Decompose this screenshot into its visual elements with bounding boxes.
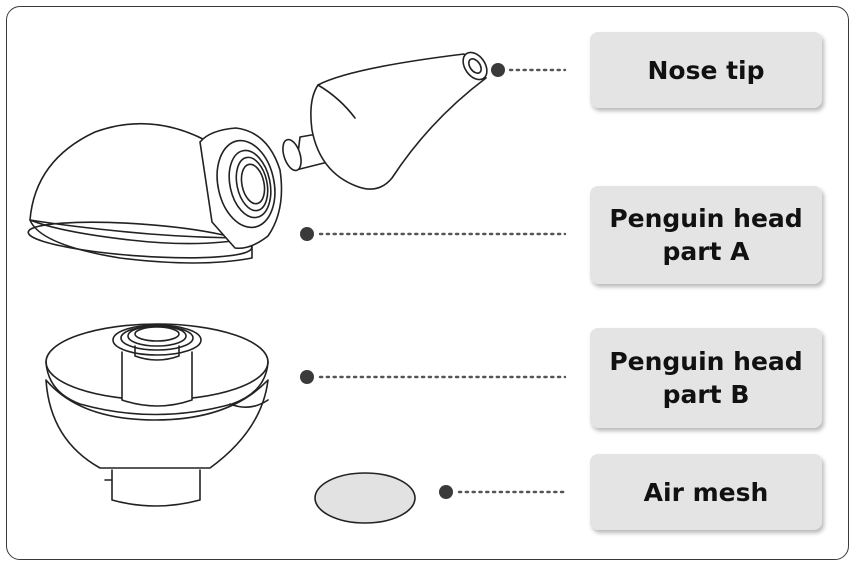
nose-tip-dot xyxy=(491,63,505,77)
head-a-label: Penguin head part A xyxy=(609,204,803,266)
nose-tip-illustration xyxy=(282,51,488,190)
nose-tip-label-box: Nose tip xyxy=(590,32,822,108)
head-b-label-box: Penguin head part B xyxy=(590,328,822,428)
head-a-label-box: Penguin head part A xyxy=(590,186,822,284)
penguin-head-part-a-illustration xyxy=(27,122,283,264)
air-mesh-illustration xyxy=(314,472,416,524)
head-b-dot xyxy=(300,370,314,384)
head-b-label: Penguin head part B xyxy=(609,347,803,409)
air-mesh-label-box: Air mesh xyxy=(590,454,822,530)
nose-tip-label: Nose tip xyxy=(647,55,765,85)
head-a-dot xyxy=(300,227,314,241)
air-mesh-label: Air mesh xyxy=(643,477,769,507)
penguin-head-part-b-illustration xyxy=(45,323,269,507)
air-mesh-dot xyxy=(439,485,453,499)
